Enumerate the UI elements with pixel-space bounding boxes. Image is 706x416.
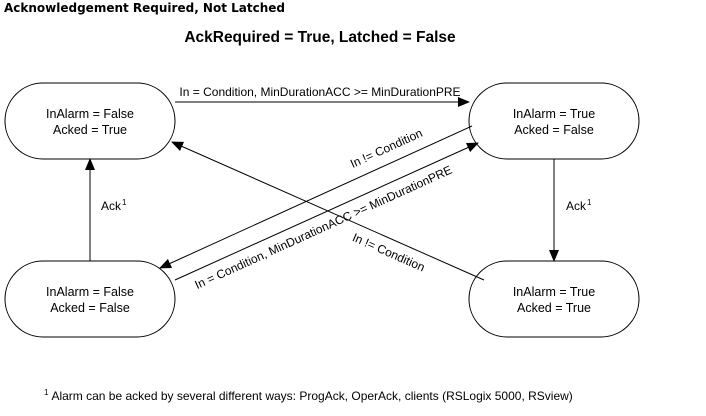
state-line1: InAlarm = False	[46, 285, 134, 299]
transition-arrow-cross	[171, 141, 485, 281]
state-line1: InAlarm = True	[513, 285, 595, 299]
transition-label-diag-down: In != Condition	[348, 126, 425, 171]
state-line2: Acked = True	[517, 301, 591, 315]
transition-label-cross: In != Condition	[350, 230, 427, 274]
state-line2: Acked = True	[53, 123, 127, 137]
transition-label-ack-right: Ack1	[566, 198, 592, 213]
state-inalarm-true-acked-true: InAlarm = True Acked = True	[468, 260, 640, 338]
transition-label-diag-up: In = Condition, MinDurationACC >= MinDur…	[193, 163, 455, 292]
state-line1: InAlarm = True	[513, 107, 595, 121]
state-inalarm-false-acked-true: InAlarm = False Acked = True	[4, 82, 176, 160]
state-line1: InAlarm = False	[46, 107, 134, 121]
transition-label-ack-left: Ack1	[101, 198, 127, 213]
transition-label-top: In = Condition, MinDurationACC >= MinDur…	[179, 85, 460, 99]
transition-arrow-diag-up	[174, 142, 479, 281]
state-inalarm-false-acked-false: InAlarm = False Acked = False	[4, 260, 176, 338]
state-line2: Acked = False	[50, 301, 130, 315]
page-heading: Acknowledgement Required, Not Latched	[4, 1, 285, 15]
state-line2: Acked = False	[514, 123, 594, 137]
state-inalarm-true-acked-false: InAlarm = True Acked = False	[468, 82, 640, 160]
diagram-title: AckRequired = True, Latched = False	[184, 29, 456, 46]
transition-arrow-diag-down	[159, 125, 473, 269]
